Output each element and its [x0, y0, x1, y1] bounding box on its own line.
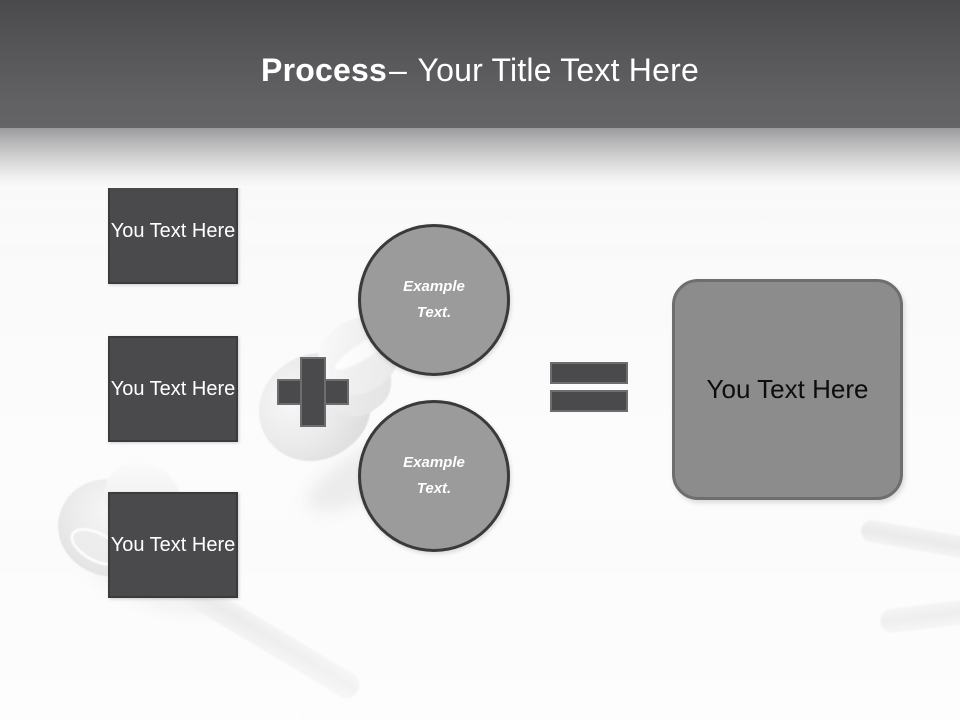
example-circle-1-line2: Text.: [416, 304, 452, 321]
example-circle-1-line1: Example: [403, 277, 465, 295]
input-box-3[interactable]: You Text Here: [108, 492, 238, 598]
equals-top-bar: [550, 362, 628, 384]
title-banner: [0, 0, 960, 128]
page-title-rest: Your Title Text Here: [417, 52, 699, 88]
title-banner-fade: [0, 128, 960, 188]
result-box-label: You Text Here: [706, 374, 869, 404]
page-title-strong: Process: [261, 52, 387, 88]
example-circle-2[interactable]: Example Text.: [358, 400, 510, 552]
equals-bottom-bar: [550, 390, 628, 412]
example-circle-2-line1: Example: [403, 453, 465, 471]
page-title-dash: –: [388, 52, 407, 88]
plus-center: [302, 381, 324, 403]
input-box-1[interactable]: You Text Here: [108, 178, 238, 284]
example-circle-2-line2: Text.: [416, 480, 452, 497]
example-circle-1[interactable]: Example Text.: [358, 224, 510, 376]
input-box-2[interactable]: You Text Here: [108, 336, 238, 442]
result-box[interactable]: You Text Here: [672, 279, 903, 500]
equals-icon: [550, 362, 628, 412]
input-box-3-label: You Text Here: [110, 533, 236, 556]
page-title: Process– Your Title Text Here: [0, 52, 960, 89]
plus-icon: [277, 357, 349, 427]
input-box-1-label: You Text Here: [110, 219, 236, 242]
input-box-2-label: You Text Here: [110, 377, 236, 400]
